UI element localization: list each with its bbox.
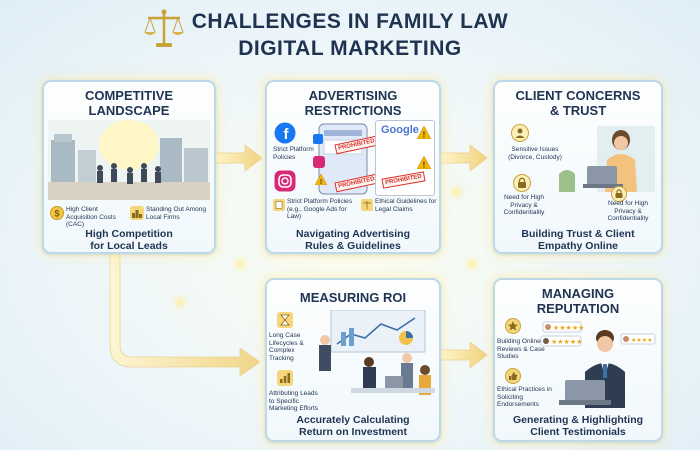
sparkle-decoration: [470, 262, 474, 266]
svg-text:!: !: [320, 179, 322, 185]
google-logo: Google: [381, 124, 419, 136]
warning-triangle-icon: !: [315, 174, 327, 185]
card-caption-line1: Generating & Highlighting: [512, 414, 644, 426]
card-title-line1: MEASURING ROI: [299, 290, 407, 305]
card-caption-line1: Navigating Advertising: [296, 228, 410, 240]
card-title-line1: CLIENT CONCERNS: [515, 88, 641, 103]
city-crowd-illustration: [48, 120, 210, 200]
card-managing-reputation: MANAGING REPUTATION Building Online Revi…: [493, 278, 663, 442]
arrow-1-to-4: [109, 247, 261, 377]
svg-text:f: f: [284, 126, 290, 143]
icon-label-long-case: Long Case Lifecycles & Complex Tracking: [269, 332, 304, 362]
icon-label-standing-out: Standing Out Among Local Firms: [146, 206, 206, 221]
prohibited-stamp-3: PROHIBITED: [381, 171, 426, 189]
card-caption-line1: Building Trust & Client: [521, 228, 635, 240]
card-measuring-roi: MEASURING ROI Long Case Lifecycles & Com…: [265, 278, 441, 442]
card-title-line1: COMPETITIVE: [84, 88, 174, 103]
icon-label-ethical-guidelines: Ethical Guidelines for Legal Claims: [375, 198, 437, 213]
icon-label-cac: High Client Acquisition Costs (CAC): [66, 206, 116, 228]
scales-of-justice-icon: [144, 9, 184, 47]
policy-icon: [273, 199, 285, 211]
svg-text:★★★★★: ★★★★★: [551, 338, 582, 346]
card-advertising-restrictions: ADVERTISING RESTRICTIONS f Strict Platfo…: [265, 80, 441, 254]
lawyer-reviews-illustration: ★★★★★ ★★★★★ ★★★★: [540, 321, 656, 408]
card-title-line2: RESTRICTIONS: [304, 103, 402, 118]
arrow-4-to-5: [439, 341, 488, 369]
worried-person-laptop-illustration: [559, 126, 655, 192]
hourglass-icon: [277, 312, 293, 328]
icon-label-attributing-leads: Attributing Leads to Specific Marketing …: [269, 390, 319, 412]
card-caption-line2: for Local Leads: [90, 240, 168, 252]
card-title-line2: LANDSCAPE: [88, 103, 170, 118]
svg-text:$: $: [54, 209, 59, 219]
page-title-line2: DIGITAL MARKETING: [238, 37, 462, 60]
icon-label-privacy-1: Need for High Privacy & Confidentiality: [503, 194, 545, 216]
warning-triangle-icon: !: [417, 156, 431, 169]
podium-icon: [130, 206, 144, 220]
icon-label-online-reviews: Building Online Reviews & Case Studies: [497, 338, 545, 360]
card-caption-line2: Client Testimonials: [530, 426, 626, 438]
sparkle-decoration: [178, 300, 182, 304]
card-title-line2: & TRUST: [549, 103, 607, 118]
card-title-line1: ADVERTISING: [308, 88, 398, 103]
card-caption-line2: Rules & Guidelines: [305, 240, 401, 252]
warning-triangle-icon: !: [417, 126, 431, 139]
card-title-line1: MANAGING: [541, 286, 615, 301]
arrow-2-to-3: [439, 144, 488, 172]
svg-text:!: !: [423, 161, 426, 170]
card-competitive-landscape: COMPETITIVE LANDSCAPE $ High Client Acqu…: [42, 80, 216, 254]
icon-label-privacy-2: Need for High Privacy & Confidentiality: [607, 200, 649, 222]
icon-label-sensitive-issues: Sensitive Issues (Divorce, Custody): [508, 146, 562, 161]
icon-label-platform-policies: Strict Platform Policies: [273, 146, 314, 161]
facebook-icon: f: [274, 122, 296, 144]
shield-person-icon: [511, 124, 529, 142]
scale-doc-icon: [361, 199, 373, 211]
dollar-coin-icon: $: [50, 206, 64, 220]
icon-label-google-ads: Strict Platform Policies (e.g., Google A…: [287, 198, 353, 220]
card-client-concerns: CLIENT CONCERNS & TRUST Sensitive Issues…: [493, 80, 663, 254]
sparkle-decoration: [238, 262, 242, 266]
svg-text:★★★★★: ★★★★★: [553, 324, 584, 332]
page-title-line1: CHALLENGES IN FAMILY LAW: [191, 10, 509, 33]
card-title-line2: REPUTATION: [536, 301, 620, 316]
svg-text:!: !: [423, 131, 426, 140]
card-caption-line1: High Competition: [85, 228, 173, 240]
instagram-icon: [274, 170, 296, 192]
arrow-1-to-2: [213, 144, 263, 172]
card-caption-line2: Empathy Online: [538, 240, 618, 252]
padlock-icon: [513, 174, 531, 192]
card-caption-line2: Return on Investment: [299, 426, 407, 438]
card-caption-line1: Accurately Calculating: [296, 414, 410, 426]
team-analytics-illustration: [319, 310, 435, 395]
padlock-icon: [611, 186, 627, 202]
sparkle-decoration: [455, 190, 459, 194]
thumbs-up-icon: [505, 368, 521, 384]
star-badge-icon: [505, 318, 521, 334]
svg-text:★★★★: ★★★★: [631, 337, 653, 344]
bar-chart-icon: [277, 370, 293, 386]
icon-label-ethical-practices: Ethical Practices in Soliciting Endorsem…: [497, 386, 552, 408]
